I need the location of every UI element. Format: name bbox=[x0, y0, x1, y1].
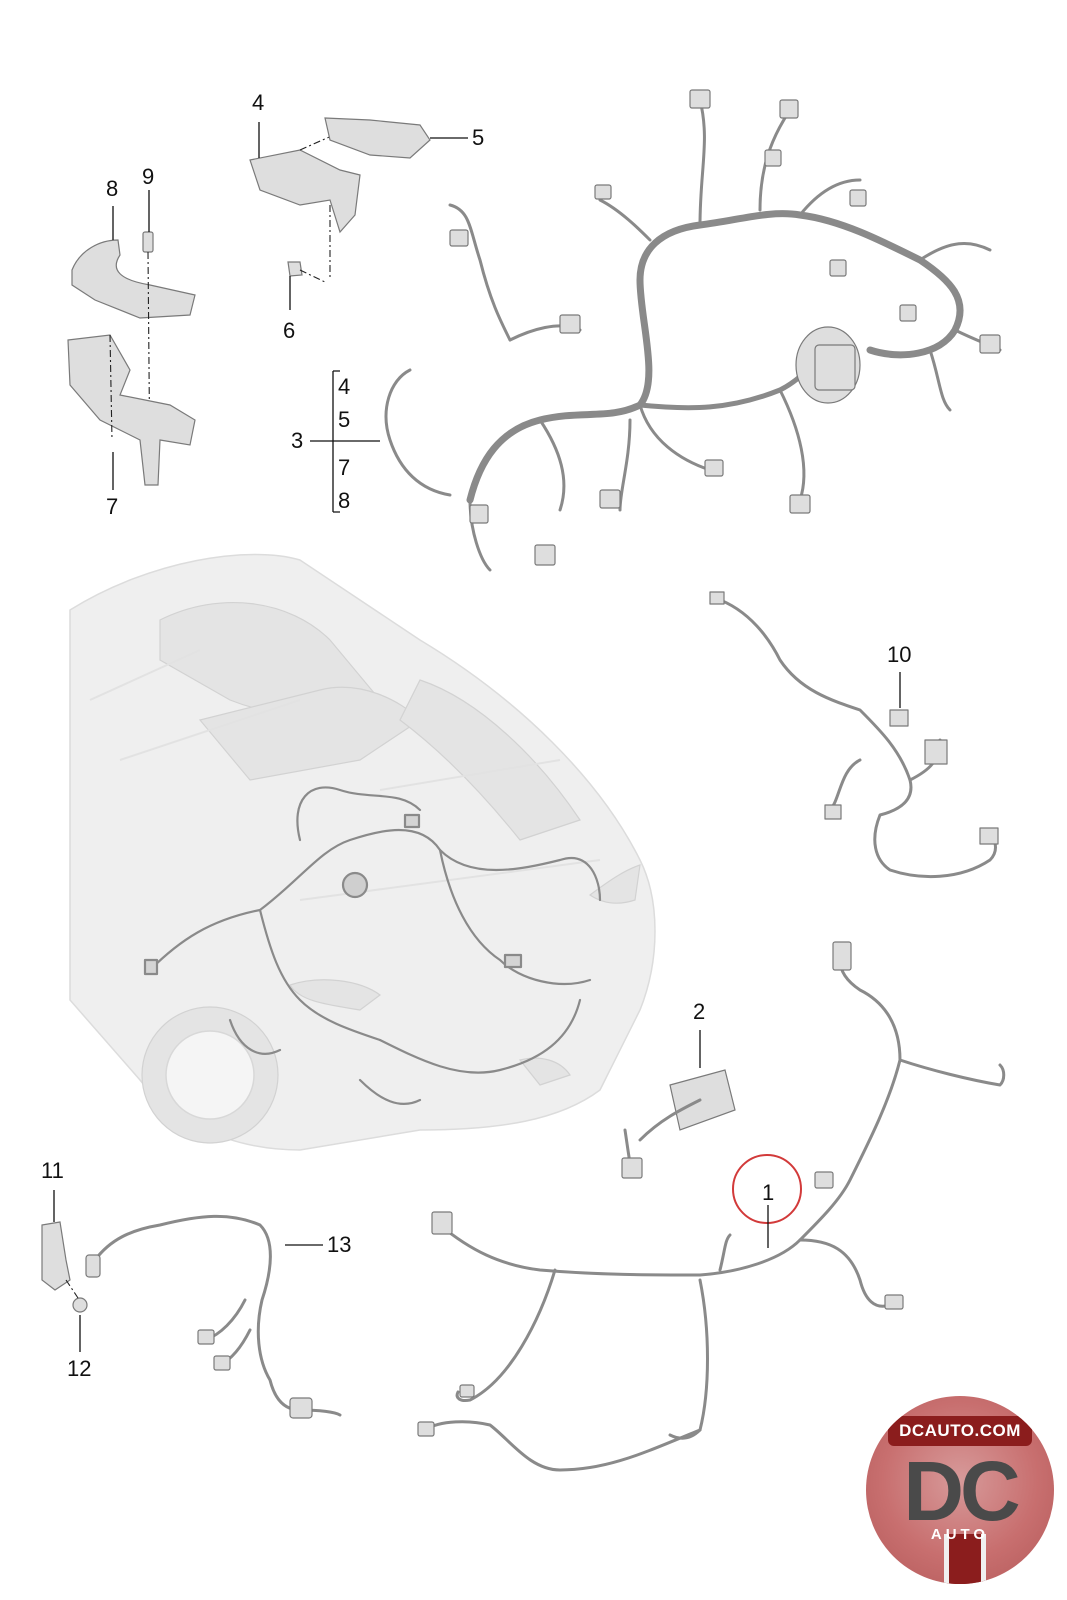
logo-banner: DCAUTO.COM bbox=[888, 1416, 1032, 1446]
part-12-nut bbox=[65, 1279, 88, 1313]
callout-1: 1 bbox=[762, 1180, 775, 1205]
part-1-rear-harness bbox=[417, 941, 1006, 1472]
callout-3-sub-8: 8 bbox=[338, 488, 351, 513]
callout-10: 10 bbox=[887, 642, 912, 667]
callout-9: 9 bbox=[142, 164, 155, 189]
part-13-harness bbox=[85, 1214, 342, 1419]
part-7-bracket bbox=[67, 334, 196, 486]
part-11-sensor bbox=[41, 1221, 71, 1291]
callout-11: 11 bbox=[41, 1158, 64, 1183]
callout-3: 3 bbox=[291, 428, 304, 453]
logo-stripe bbox=[944, 1534, 986, 1584]
callout-3-sub-4: 4 bbox=[338, 374, 351, 399]
logo-sub: AUTO bbox=[930, 1526, 990, 1543]
car-harness-overlay bbox=[143, 786, 602, 1105]
part-5-bracket bbox=[324, 117, 431, 159]
callout-5: 5 bbox=[472, 125, 485, 150]
callout-8: 8 bbox=[106, 176, 119, 201]
callout-7: 7 bbox=[106, 494, 119, 519]
dcauto-logo: DCAUTO.COM DC AUTO bbox=[866, 1396, 1054, 1584]
callout-3-sub-7: 7 bbox=[338, 455, 351, 480]
callout-4: 4 bbox=[252, 90, 265, 115]
logo-letters: DC bbox=[903, 1444, 1020, 1538]
part-4-bracket bbox=[249, 129, 361, 280]
leader-lines bbox=[53, 122, 901, 1352]
callout-2: 2 bbox=[693, 999, 706, 1024]
car-silhouette bbox=[69, 553, 656, 1151]
callout-6: 6 bbox=[283, 318, 296, 343]
part-6-bolt bbox=[287, 261, 326, 283]
callout-12: 12 bbox=[67, 1356, 92, 1381]
part-8-cover bbox=[71, 239, 196, 319]
part-2-license-light-harness bbox=[621, 1069, 736, 1179]
callout-3-sub-5: 5 bbox=[338, 407, 351, 432]
part-3-engine-harness bbox=[384, 89, 1002, 572]
part-10-harness bbox=[709, 591, 999, 878]
part-1-highlight-circle bbox=[732, 1154, 802, 1224]
callout-13: 13 bbox=[327, 1232, 352, 1257]
